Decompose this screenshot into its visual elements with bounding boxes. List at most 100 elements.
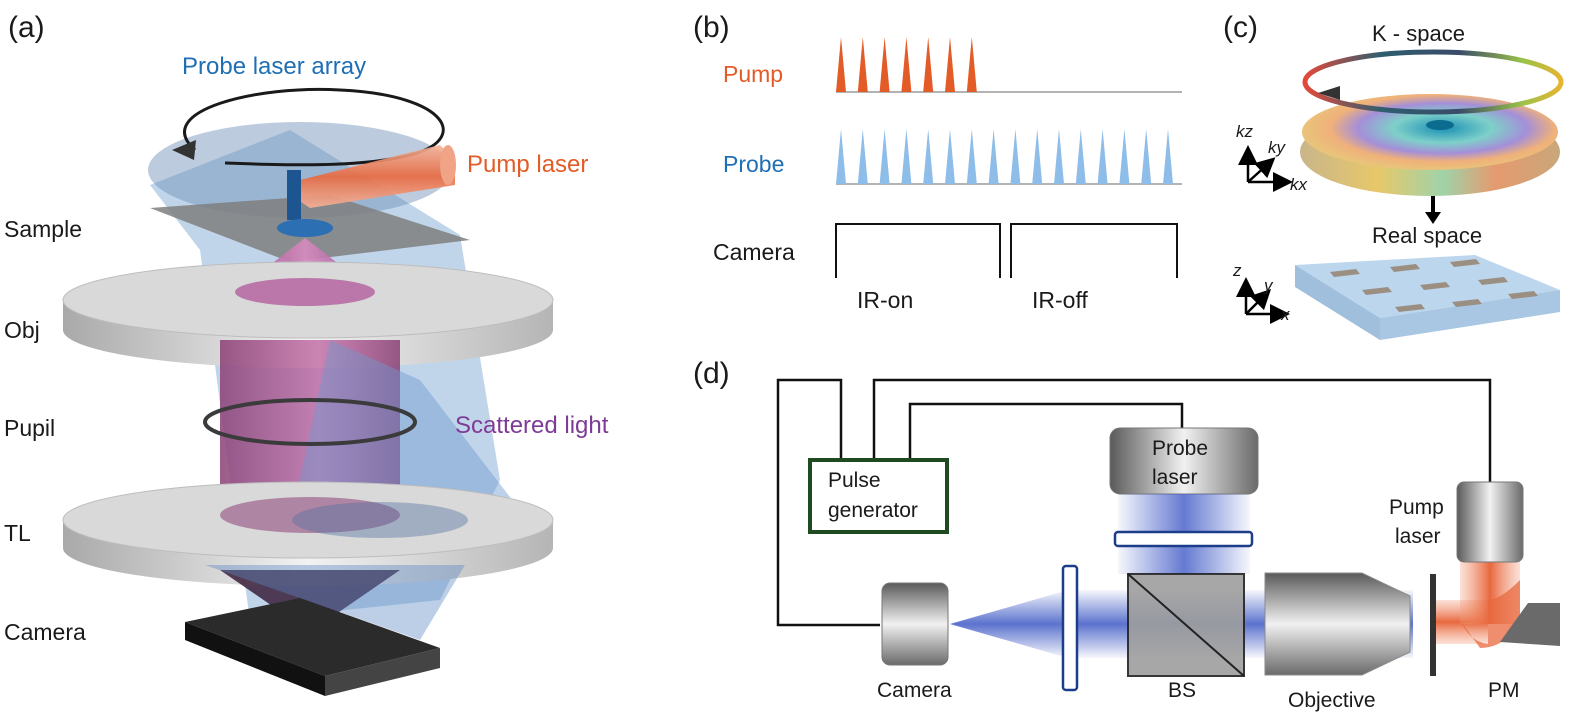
probe-array-label: Probe laser array xyxy=(182,53,366,80)
x-label: x xyxy=(1280,305,1290,324)
pump-beam-bend xyxy=(1460,580,1520,648)
probe-pulse xyxy=(879,129,890,184)
camera-row-label: Camera xyxy=(713,239,795,265)
probe-pulse xyxy=(1054,129,1064,184)
pump-laser-box xyxy=(1456,481,1524,563)
y-label: y xyxy=(1263,276,1274,295)
beam-splitter-diagonal xyxy=(1127,573,1245,677)
probe-pulse xyxy=(988,129,999,184)
panel-d-letter: (d) xyxy=(693,357,730,390)
pupil-ring xyxy=(203,398,417,446)
objective-label: Objective xyxy=(1288,689,1376,712)
antenna-bar xyxy=(1478,277,1508,285)
kspace-donut-top xyxy=(1302,94,1558,170)
probe-pulse xyxy=(1119,129,1130,184)
panel-b: (b) Pump Probe Camera IR-on IR-off xyxy=(693,11,1182,313)
probe-pulse xyxy=(966,129,977,184)
sample-label: Sample xyxy=(4,216,82,242)
antenna-bar xyxy=(1390,264,1420,272)
kspace-ring xyxy=(1302,49,1564,115)
pump-pulse xyxy=(879,37,890,92)
tube-lens xyxy=(1061,564,1079,692)
pump-laser-label: Pump laser xyxy=(467,151,588,178)
sample-spot xyxy=(277,219,333,237)
antenna-bar xyxy=(1450,259,1480,267)
pupil-label: Pupil xyxy=(4,415,55,441)
pump-pulse xyxy=(901,37,912,92)
pump-pulse-train xyxy=(836,37,977,92)
bs-label: BS xyxy=(1168,679,1196,702)
imaging-cone xyxy=(220,570,400,632)
ir-off-label: IR-off xyxy=(1032,287,1088,313)
pm-label: PM xyxy=(1488,679,1520,702)
pump-pulse xyxy=(945,37,955,92)
probe-pulse xyxy=(1141,129,1152,184)
probe-row-label: Probe xyxy=(723,151,784,177)
panel-d: (d) Pulse generator Probe laser Camera B… xyxy=(693,357,1560,712)
kspace-label: K - space xyxy=(1372,21,1465,46)
obj-label: Obj xyxy=(4,317,40,343)
panel-a: (a) xyxy=(4,11,609,696)
camera-label-a: Camera xyxy=(4,619,86,645)
scatter-cone xyxy=(205,565,465,640)
probe-pulse xyxy=(857,129,868,184)
pump-pulse xyxy=(857,37,868,92)
pump-pulse xyxy=(966,37,977,92)
antenna-array xyxy=(1330,259,1538,312)
camera-chip xyxy=(185,598,440,676)
probe-pulse-train xyxy=(836,129,1173,184)
probe-laser-line2: laser xyxy=(1152,466,1198,489)
z-label: z xyxy=(1232,261,1242,280)
pump-row-label: Pump xyxy=(723,61,783,87)
tl-label: TL xyxy=(4,520,31,546)
pump-pulse xyxy=(923,37,934,92)
tl-scatter-footprint xyxy=(292,502,468,538)
ir-on-label: IR-on xyxy=(857,287,913,313)
real-axes xyxy=(1236,277,1290,324)
real-space-side xyxy=(1295,265,1380,340)
probe-pulse xyxy=(1075,129,1086,184)
ky-label: ky xyxy=(1268,138,1287,157)
antenna-bar xyxy=(1508,291,1538,299)
probe-pulse xyxy=(1097,129,1108,184)
objective-body xyxy=(1264,572,1411,676)
camera-cone-beam xyxy=(950,590,1068,658)
rotation-arrow xyxy=(183,87,445,167)
pulse-generator-line2: generator xyxy=(828,499,918,522)
down-arrow-icon xyxy=(1425,212,1441,224)
probe-pulse xyxy=(901,129,912,184)
tl-beam-footprint xyxy=(220,497,400,533)
scattered-label: Scattered light xyxy=(455,412,609,439)
real-space-label: Real space xyxy=(1372,223,1482,248)
probe-pulse xyxy=(1032,129,1043,184)
parabolic-mirror xyxy=(1500,603,1560,646)
antenna-bar xyxy=(1362,287,1392,295)
pump-laser-line1: Pump xyxy=(1389,496,1444,519)
camera-window-on xyxy=(835,223,1001,278)
kspace-center xyxy=(1426,120,1454,130)
cone-base xyxy=(235,278,375,306)
panel-b-letter: (b) xyxy=(693,11,730,44)
probe-pulse xyxy=(836,129,846,184)
probe-laser-line1: Probe xyxy=(1152,437,1208,460)
probe-pulse xyxy=(945,129,955,184)
kx-label: kx xyxy=(1290,175,1308,194)
camera-body xyxy=(881,582,949,666)
pump-laser-line2: laser xyxy=(1395,525,1441,548)
camera-label-d: Camera xyxy=(877,679,952,702)
pump-pulse xyxy=(836,37,846,92)
pump-beam-end xyxy=(440,145,456,185)
probe-pulse xyxy=(1163,129,1173,184)
antenna-bar xyxy=(1420,282,1450,290)
camera-chip-front xyxy=(325,648,440,696)
probe-lens xyxy=(1113,530,1254,548)
probe-pulse xyxy=(1010,129,1021,184)
antenna-bar xyxy=(1330,269,1360,277)
sample-post xyxy=(287,170,301,220)
k-axes xyxy=(1238,145,1293,192)
sample-plane xyxy=(1430,574,1436,676)
pump-laser-beam xyxy=(298,145,455,208)
antenna-bar xyxy=(1395,304,1425,312)
camera-window-off xyxy=(1010,223,1178,278)
